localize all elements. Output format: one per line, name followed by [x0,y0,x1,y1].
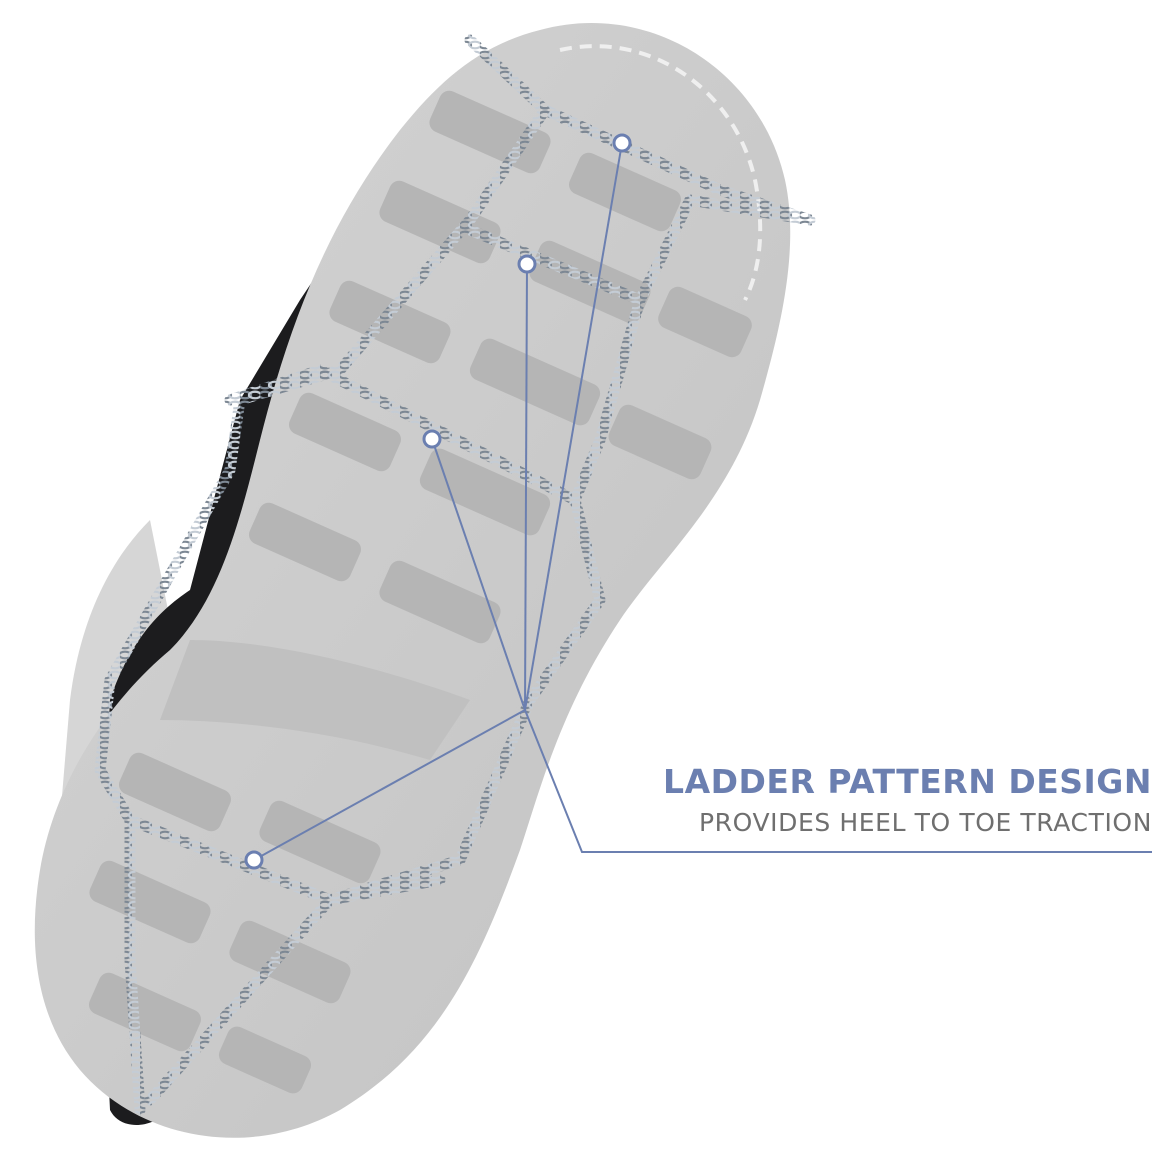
callout-dot-icon [244,850,264,870]
traction-chains [94,34,816,1116]
sole-tread-lugs [89,90,752,1094]
callout-dot-icon [422,429,442,449]
callout-subtitle: PROVIDES HEEL TO TOE TRACTION [698,808,1152,837]
callout-dots [244,133,632,870]
callout-lines [253,142,1152,861]
callout-dot-icon [517,254,537,274]
toe-stitching [559,44,763,301]
feature-callout: LADDER PATTERN DESIGN PROVIDES HEEL TO T… [552,762,1152,840]
arch-shank [160,640,470,760]
callout-title: LADDER PATTERN DESIGN [663,762,1152,801]
callout-dot-icon [612,133,632,153]
